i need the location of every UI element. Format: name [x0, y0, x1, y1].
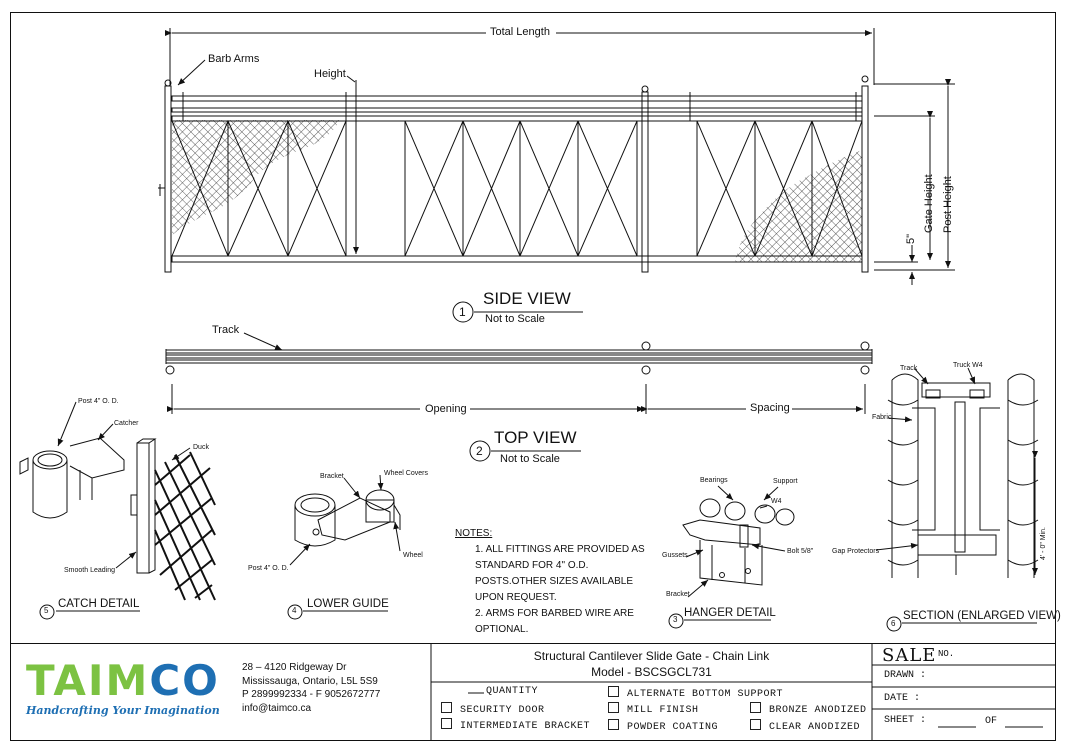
of-label: OF	[985, 716, 998, 727]
company-logo: TAIMCO Handcrafting Your Imagination	[26, 656, 220, 718]
view-6-marker	[886, 616, 1037, 632]
hanger-detail-drawing	[682, 485, 795, 598]
w4-label: W4	[771, 498, 782, 505]
track-label: Track	[212, 324, 240, 336]
view-4-number: 4	[292, 606, 297, 615]
drawing-model: Model - BSCSGCL731	[591, 665, 712, 679]
checkbox[interactable]	[608, 719, 619, 730]
section-track-label: Track	[900, 365, 918, 372]
checkbox[interactable]	[608, 702, 619, 713]
view-2-marker	[469, 440, 581, 462]
bolt-label: Bolt 5/8"	[787, 548, 814, 555]
support-label: Support	[773, 478, 798, 485]
notes: NOTES: 1. ALL FITTINGS ARE PROVIDED AS S…	[455, 526, 655, 638]
phone-fax: P 2899992334 - F 9052672777	[242, 689, 381, 700]
checkbox[interactable]	[441, 718, 452, 729]
truck-label: Truck W4	[953, 362, 983, 369]
title-block	[10, 643, 1056, 741]
catch-detail-title: CATCH DETAIL	[58, 598, 140, 610]
checkbox[interactable]	[441, 702, 452, 713]
catch-post-label: Post 4" O. D.	[78, 398, 119, 405]
bearings-label: Bearings	[700, 477, 728, 484]
note-2: 2. ARMS FOR BARBED WIRE ARE OPTIONAL.	[475, 608, 634, 635]
min-height-label: 4' - 0" Min.	[1040, 527, 1047, 560]
wheel-label: Wheel	[403, 552, 423, 559]
notes-heading: NOTES:	[455, 528, 493, 539]
top-view-scale: Not to Scale	[500, 453, 560, 465]
barb-arms-label: Barb Arms	[208, 53, 260, 65]
opening-label: Opening	[425, 403, 467, 415]
logo-wordmark: TAIMCO	[26, 656, 220, 705]
total-length-label: Total Length	[490, 26, 550, 38]
duck-label: Duck	[193, 444, 209, 451]
catcher-label: Catcher	[114, 420, 139, 427]
title-block-lines	[430, 643, 1056, 741]
view-2-number: 2	[476, 444, 483, 458]
gap-protectors-label: Gap Protectors	[832, 548, 880, 555]
lower-guide-drawing	[289, 474, 401, 566]
lower-post-label: Post 4" O. D.	[248, 565, 289, 572]
date-label: DATE :	[884, 693, 921, 704]
logo-tagline: Handcrafting Your Imagination	[26, 704, 220, 717]
post-height-label: Post Height	[942, 176, 954, 233]
wheel-covers-label: Wheel Covers	[384, 470, 428, 477]
view-1-number: 1	[459, 305, 466, 319]
view-5-marker	[39, 604, 140, 620]
option-clear-anodized[interactable]: CLEAR ANODIZED	[750, 719, 860, 733]
option-mill-finish[interactable]: MILL FINISH	[608, 702, 699, 716]
note-1: 1. ALL FITTINGS ARE PROVIDED AS STANDARD…	[475, 544, 645, 603]
gussets-label: Gussets	[662, 552, 688, 559]
address-line-2: Mississauga, Ontario, L5L 5S9	[242, 675, 378, 687]
view-3-number: 3	[673, 615, 678, 624]
checkbox[interactable]	[608, 686, 619, 697]
checkbox[interactable]	[750, 719, 761, 730]
option-alternate-bottom-support[interactable]: ALTERNATE BOTTOM SUPPORT	[608, 686, 783, 700]
company-address: 28 – 4120 Ridgeway Dr Mississauga, Ontar…	[242, 661, 380, 715]
sheet-label: SHEET :	[884, 715, 927, 726]
view-5-number: 5	[44, 606, 49, 615]
email: info@taimco.ca	[242, 702, 312, 714]
checkbox[interactable]	[750, 702, 761, 713]
address-line-1: 28 – 4120 Ridgeway Dr	[242, 662, 347, 673]
option-security-door[interactable]: SECURITY DOOR	[441, 702, 545, 716]
section-title: SECTION (ENLARGED VIEW)	[903, 610, 1061, 622]
sale-no-label: NO.	[938, 649, 955, 659]
hanger-detail-title: HANGER DETAIL	[684, 607, 776, 619]
spacing-label: Spacing	[750, 402, 790, 414]
view-1-marker	[452, 301, 583, 323]
quantity-label: QUANTITY	[486, 686, 539, 697]
option-bronze-anodized[interactable]: BRONZE ANODIZED	[750, 702, 867, 716]
option-intermediate-bracket[interactable]: INTERMEDIATE BRACKET	[441, 718, 590, 732]
gate-height-label: Gate Height	[923, 174, 935, 233]
top-view-title: TOP VIEW	[494, 428, 577, 447]
view-6-number: 6	[891, 619, 896, 628]
drawing-title-block: Structural Cantilever Slide Gate - Chain…	[431, 648, 872, 680]
option-powder-coating[interactable]: POWDER COATING	[608, 719, 718, 733]
section-detail-drawing	[875, 367, 1039, 578]
side-view-scale: Not to Scale	[485, 313, 545, 325]
view-3-marker	[668, 613, 771, 629]
side-view-title: SIDE VIEW	[483, 289, 571, 308]
drawn-label: DRAWN :	[884, 670, 927, 681]
hanger-bracket-label: Bracket	[666, 591, 690, 598]
side-view-drawing	[158, 28, 955, 285]
view-4-marker	[287, 604, 388, 620]
drawing-frame	[10, 12, 1056, 741]
catch-detail-drawing	[19, 401, 216, 601]
lower-guide-title: LOWER GUIDE	[307, 598, 389, 610]
drawing-title: Structural Cantilever Slide Gate - Chain…	[533, 649, 770, 663]
top-view-drawing	[165, 332, 873, 414]
fabric-label: Fabric	[872, 414, 892, 421]
height-label: Height	[314, 68, 346, 80]
sale-label: SALE	[882, 645, 937, 666]
five-inch-label: 5"	[905, 233, 917, 244]
smooth-leading-label: Smooth Leading	[64, 567, 115, 574]
lower-bracket-label: Bracket	[320, 473, 344, 480]
